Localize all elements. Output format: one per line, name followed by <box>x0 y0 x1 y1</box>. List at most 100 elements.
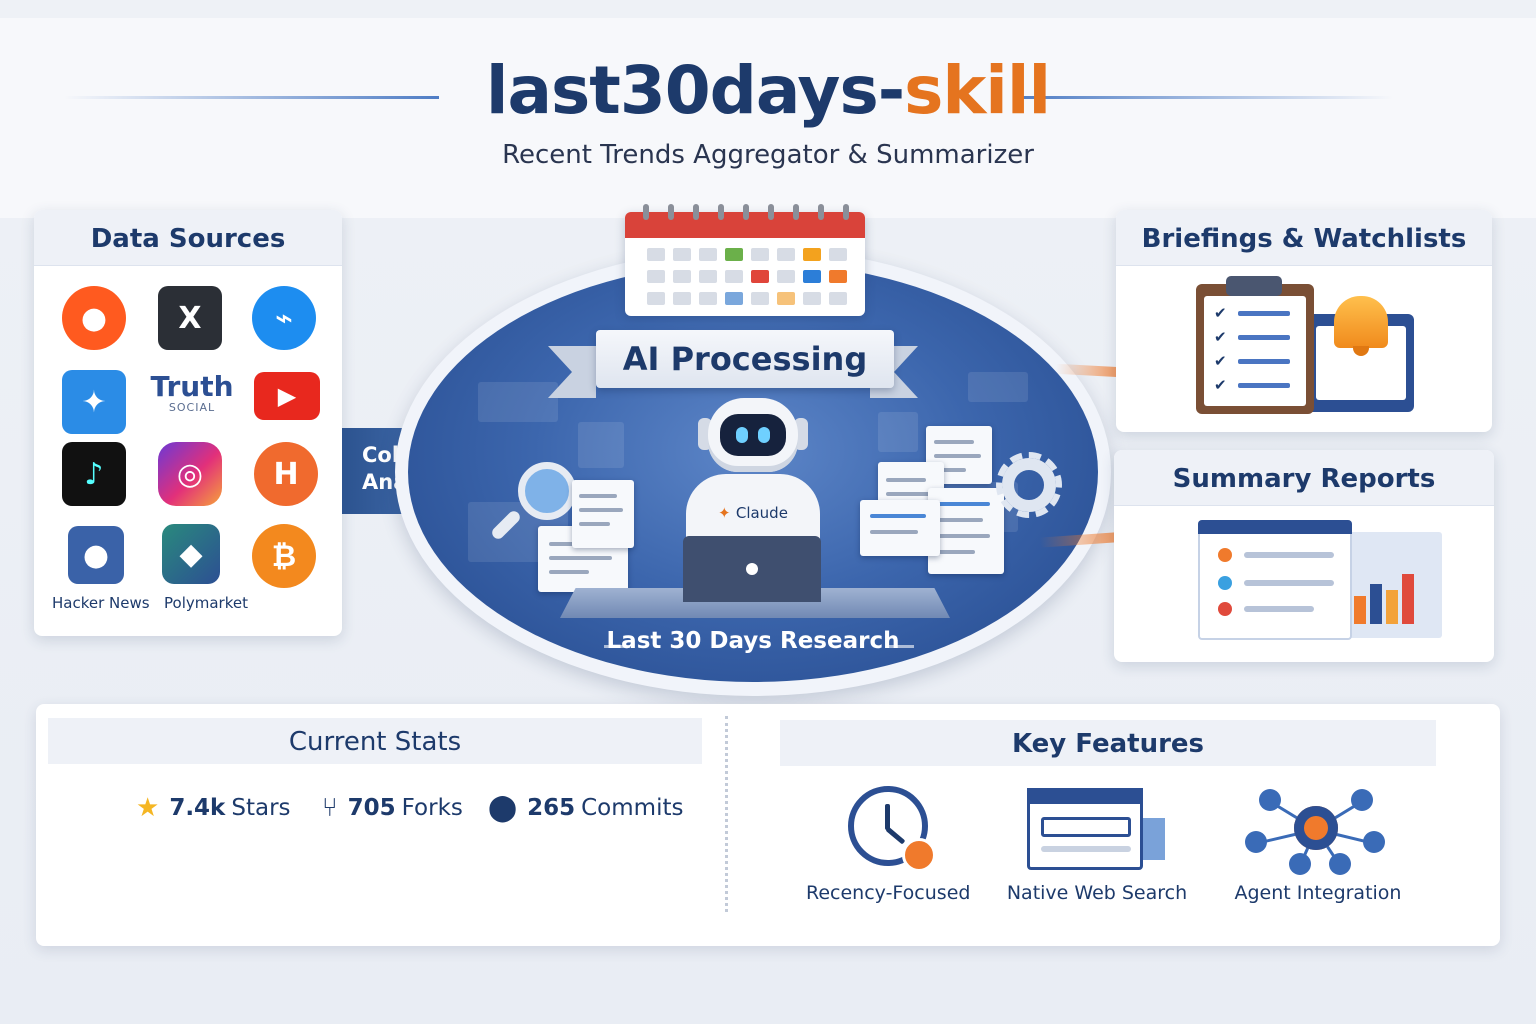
laptop-logo <box>746 563 758 575</box>
network-hub <box>1294 806 1338 850</box>
network-node <box>1329 853 1351 875</box>
calendar-day <box>699 270 717 283</box>
youtube-icon: ▶ <box>254 372 320 420</box>
star-icon: ★ <box>136 793 160 823</box>
claude-badge: ✦ Claude <box>708 500 798 526</box>
checkmark-icon: ✔ <box>1214 304 1227 322</box>
calendar-day <box>647 248 665 261</box>
chart-bar <box>1370 584 1382 624</box>
browser-side-panel <box>1143 818 1165 860</box>
calendar-ring <box>743 204 749 220</box>
polymarket-h-icon: H <box>254 442 318 506</box>
chart-bar <box>1402 574 1414 624</box>
calendar-day <box>777 292 795 305</box>
network-node <box>1259 789 1281 811</box>
calendar-day <box>673 248 691 261</box>
calendar-ring <box>793 204 799 220</box>
document-icon <box>928 488 1004 574</box>
network-node <box>1289 853 1311 875</box>
commits-stat: ⬤ 265 Commits <box>488 790 683 826</box>
banner-tail-left <box>548 346 596 398</box>
stars-value: 7.4k <box>169 795 226 821</box>
truth-social-icon: Truth SOCIAL <box>150 370 234 414</box>
browser-bar <box>1027 788 1143 804</box>
reddit-icon: ● <box>62 286 126 350</box>
fork-icon: ⑂ <box>322 793 338 823</box>
current-stats-title: Current Stats <box>48 718 702 764</box>
document-icon <box>572 480 634 548</box>
caption-rule-right <box>888 645 914 648</box>
calendar-day <box>777 248 795 261</box>
calendar-day <box>699 248 717 261</box>
clipboard-clip <box>1226 276 1282 296</box>
calendar-ring <box>818 204 824 220</box>
calendar-day <box>829 270 847 283</box>
polymarket-label: Polymarket <box>164 594 248 612</box>
commit-icon: ⬤ <box>488 793 518 823</box>
calendar-day <box>725 270 743 283</box>
tiktok-icon: ♪ <box>62 442 126 506</box>
forks-label: Forks <box>401 795 463 821</box>
magnifier-icon <box>518 462 576 520</box>
calendar-day <box>751 270 769 283</box>
calendar-day <box>725 292 743 305</box>
gemini-icon: ✦ <box>62 370 126 434</box>
report-window-bar <box>1198 520 1352 534</box>
summary-reports-title: Summary Reports <box>1114 450 1494 506</box>
bluesky-icon: ⌁ <box>252 286 316 350</box>
bell-clapper <box>1353 346 1369 356</box>
commits-label: Commits <box>581 795 684 821</box>
stars-stat: ★ 7.4k Stars <box>136 790 291 826</box>
briefings-title: Briefings & Watchlists <box>1116 210 1492 266</box>
clock-badge <box>902 838 936 872</box>
calendar-day <box>673 270 691 283</box>
checkmark-icon: ✔ <box>1214 376 1227 394</box>
calendar-ring <box>668 204 674 220</box>
calendar-ring <box>843 204 849 220</box>
title-rule-right <box>1018 96 1393 99</box>
network-node <box>1245 831 1267 853</box>
calendar-day <box>803 292 821 305</box>
checkmark-icon: ✔ <box>1214 328 1227 346</box>
panel-divider <box>725 716 728 912</box>
calendar-ring <box>693 204 699 220</box>
browser-search-box <box>1041 817 1131 837</box>
stars-label: Stars <box>231 795 291 821</box>
calendar-day <box>829 248 847 261</box>
page-subtitle: Recent Trends Aggregator & Summarizer <box>502 140 1034 170</box>
document-icon <box>860 500 940 556</box>
feature-web-search-label: Native Web Search <box>1006 882 1188 904</box>
header-band <box>0 18 1536 218</box>
instagram-icon: ◎ <box>158 442 222 506</box>
calendar-day <box>725 248 743 261</box>
caption-rule-left <box>604 645 630 648</box>
data-sources-title: Data Sources <box>34 210 342 266</box>
calendar-ring <box>718 204 724 220</box>
calendar-day <box>803 248 821 261</box>
claude-badge-label: Claude <box>735 504 788 522</box>
calendar-icon <box>625 204 865 316</box>
commits-value: 265 <box>527 795 576 821</box>
polymarket-icon: ◆ <box>162 524 220 584</box>
forks-value: 705 <box>347 795 396 821</box>
gear-teeth <box>996 452 1062 518</box>
network-node <box>1351 789 1373 811</box>
calendar-day <box>647 292 665 305</box>
title-main: last30days- <box>485 52 905 129</box>
robot-face <box>720 414 786 456</box>
chart-bar <box>1354 596 1366 624</box>
hacker-news-label: Hacker News <box>52 594 150 612</box>
calendar-day <box>829 292 847 305</box>
bitcoin-icon: ₿ <box>252 524 316 588</box>
page-title: last30days-skill <box>0 52 1536 129</box>
title-accent: skill <box>904 52 1051 129</box>
calendar-day <box>647 270 665 283</box>
feature-agent-label: Agent Integration <box>1234 882 1402 904</box>
calendar-day <box>803 270 821 283</box>
network-node <box>1363 831 1385 853</box>
hacker-news-icon: ● <box>68 526 124 584</box>
calendar-day <box>751 292 769 305</box>
ai-processing-banner: AI Processing <box>596 330 894 388</box>
title-rule-left <box>64 96 439 99</box>
claude-logo-icon: ✦ <box>718 504 736 522</box>
